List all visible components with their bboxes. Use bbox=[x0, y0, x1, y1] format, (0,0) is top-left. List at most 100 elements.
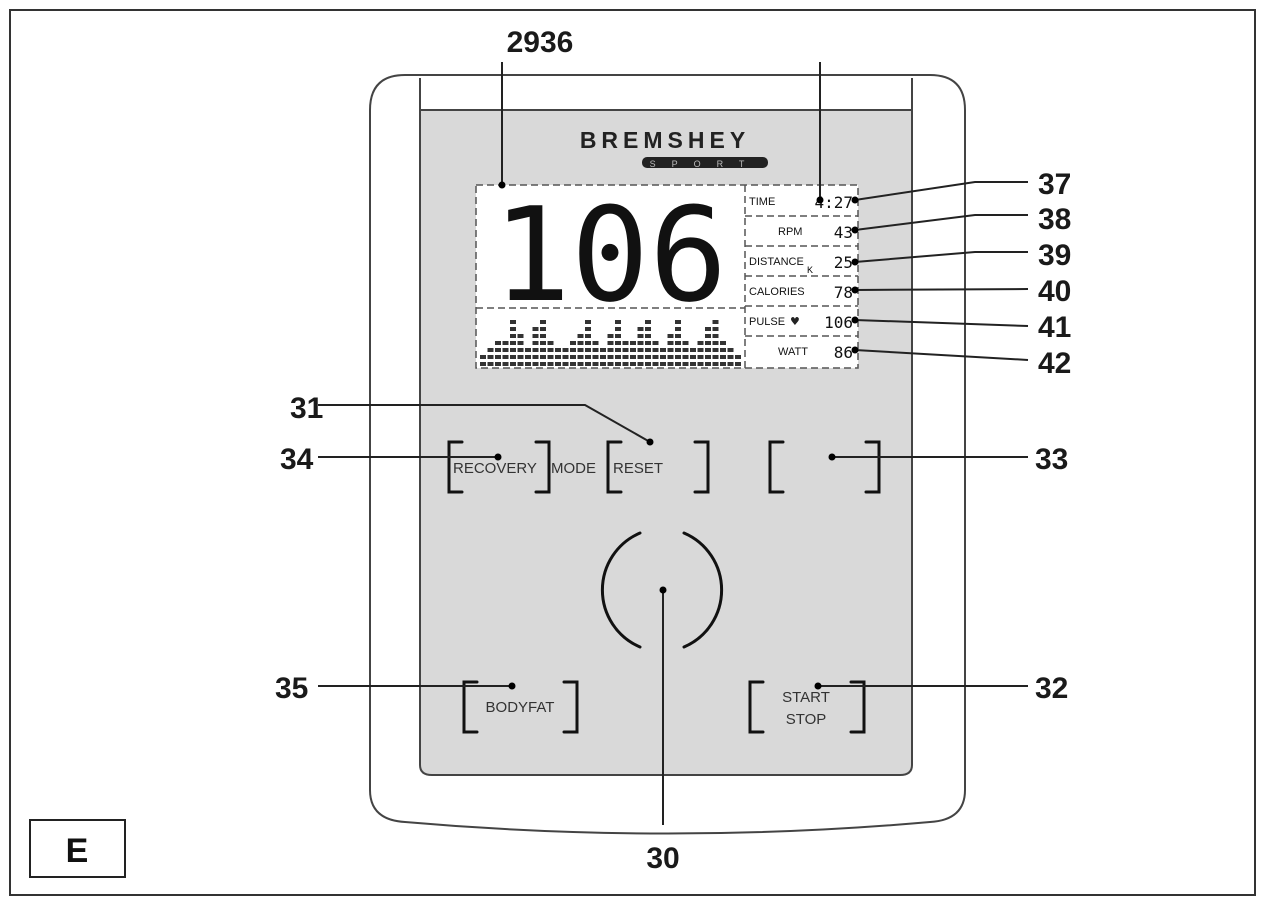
lcd-bar-segment bbox=[697, 348, 704, 352]
lcd-bar-segment bbox=[555, 348, 561, 352]
lcd-bar-segment bbox=[660, 362, 666, 366]
bodyfat-button[interactable]: BODYFAT bbox=[462, 680, 579, 734]
brand-logo: BREMSHEY bbox=[580, 127, 750, 153]
lcd-bar-segment bbox=[645, 320, 651, 324]
lcd-bar-segment bbox=[525, 355, 531, 359]
lcd-bar-segment bbox=[712, 341, 719, 345]
lcd-bar-segment bbox=[697, 362, 704, 366]
lcd-bar-segment bbox=[727, 348, 734, 352]
lcd-bar-segment bbox=[607, 355, 614, 359]
lcd-bar-segment bbox=[705, 362, 711, 366]
lcd-bar-segment bbox=[577, 341, 584, 345]
bodyfat-label: BODYFAT bbox=[486, 699, 555, 716]
lcd-bar-segment bbox=[622, 341, 629, 345]
lcd-bar-segment bbox=[667, 341, 674, 345]
callout-38: 38 bbox=[1038, 203, 1071, 236]
lcd-bar-segment bbox=[592, 362, 599, 366]
lcd-bar-segment bbox=[637, 355, 644, 359]
lcd-bar-segment bbox=[630, 341, 636, 345]
lcd-bar-segment bbox=[600, 348, 606, 352]
lcd-bar-segment bbox=[585, 334, 591, 338]
lcd-bar-segment bbox=[615, 362, 621, 366]
callout-42: 42 bbox=[1038, 347, 1071, 380]
lcd-bar-segment bbox=[607, 348, 614, 352]
lcd-bar-segment bbox=[540, 355, 546, 359]
lcd-bar-segment bbox=[487, 348, 494, 352]
lcd-bar-segment bbox=[667, 355, 674, 359]
lcd-bar-segment bbox=[577, 334, 584, 338]
figure-label: E bbox=[66, 832, 89, 870]
callout-40: 40 bbox=[1038, 275, 1071, 308]
lcd-bar-segment bbox=[682, 362, 689, 366]
callout-31: 31 bbox=[290, 392, 323, 425]
lcd-row-value: 25 bbox=[834, 253, 853, 272]
lcd-bar-segment bbox=[540, 362, 546, 366]
lcd-bar-segment bbox=[615, 348, 621, 352]
lcd-bar-segment bbox=[682, 341, 689, 345]
lcd-bar-segment bbox=[562, 355, 569, 359]
lcd-bar-segment bbox=[562, 362, 569, 366]
lcd-bar-segment bbox=[592, 341, 599, 345]
lcd-bar-segment bbox=[675, 327, 681, 331]
lcd-bar-segment bbox=[547, 362, 554, 366]
stop-label: STOP bbox=[786, 711, 827, 728]
lcd-bar-segment bbox=[690, 355, 696, 359]
lcd-bar-segment bbox=[532, 348, 539, 352]
lcd-bar-segment bbox=[585, 327, 591, 331]
lcd-row-label: WATT bbox=[778, 346, 808, 358]
mode-label: MODE bbox=[551, 460, 596, 477]
lcd-bar-segment bbox=[577, 362, 584, 366]
lcd-bar-segment bbox=[705, 341, 711, 345]
lcd-bar-segment bbox=[547, 348, 554, 352]
lcd-row-pulse: PULSE♥106 bbox=[745, 305, 858, 332]
lcd-bar-segment bbox=[517, 348, 524, 352]
lcd-bar-segment bbox=[510, 362, 516, 366]
lcd-bar-segment bbox=[487, 362, 494, 366]
lcd-bar-segment bbox=[622, 348, 629, 352]
lcd-bar-segment bbox=[712, 320, 719, 324]
recovery-button[interactable]: RECOVERY bbox=[447, 440, 551, 494]
lcd-bar-segment bbox=[555, 362, 561, 366]
mode-reset-button[interactable]: MODE RESET bbox=[551, 440, 710, 494]
lcd-bar-segment bbox=[712, 327, 719, 331]
lcd-bar-segment bbox=[682, 355, 689, 359]
callout-41: 41 bbox=[1038, 311, 1071, 344]
lcd-bar-segment bbox=[502, 355, 509, 359]
lcd-bar-segment bbox=[675, 362, 681, 366]
heart-icon: ♥ bbox=[790, 315, 800, 328]
lcd-bar-segment bbox=[607, 362, 614, 366]
lcd-bar-segment bbox=[675, 334, 681, 338]
lcd-bar-segment bbox=[547, 355, 554, 359]
lcd-bar-segment bbox=[667, 362, 674, 366]
lcd-bar-segment bbox=[735, 355, 741, 359]
lcd-bar-segment bbox=[562, 348, 569, 352]
lcd-bar-segment bbox=[705, 348, 711, 352]
lcd-bar-segment bbox=[502, 341, 509, 345]
lcd-bar-segment bbox=[547, 341, 554, 345]
lcd-bar-segment bbox=[637, 334, 644, 338]
callout-37: 37 bbox=[1038, 168, 1071, 201]
lcd-bar-segment bbox=[727, 362, 734, 366]
recovery-label: RECOVERY bbox=[453, 460, 537, 477]
callout-35: 35 bbox=[275, 672, 308, 705]
lcd-bar-segment bbox=[570, 348, 576, 352]
lcd-bar-segment bbox=[720, 341, 726, 345]
lcd-bar-segment bbox=[615, 341, 621, 345]
lcd-bar-segment bbox=[615, 327, 621, 331]
lcd-bar-segment bbox=[645, 355, 651, 359]
dial-control[interactable] bbox=[600, 531, 724, 649]
lcd-bar-segment bbox=[652, 355, 659, 359]
lcd-bar-segment bbox=[570, 355, 576, 359]
lcd-bar-segment bbox=[510, 320, 516, 324]
start-stop-button[interactable]: START STOP bbox=[748, 680, 866, 734]
blank-button[interactable] bbox=[768, 440, 881, 494]
lcd-bar-segment bbox=[667, 348, 674, 352]
lcd-bar-segment bbox=[540, 341, 546, 345]
figure-label-box bbox=[29, 819, 126, 878]
lcd-bar-segment bbox=[540, 327, 546, 331]
lcd-bar-segment bbox=[592, 348, 599, 352]
